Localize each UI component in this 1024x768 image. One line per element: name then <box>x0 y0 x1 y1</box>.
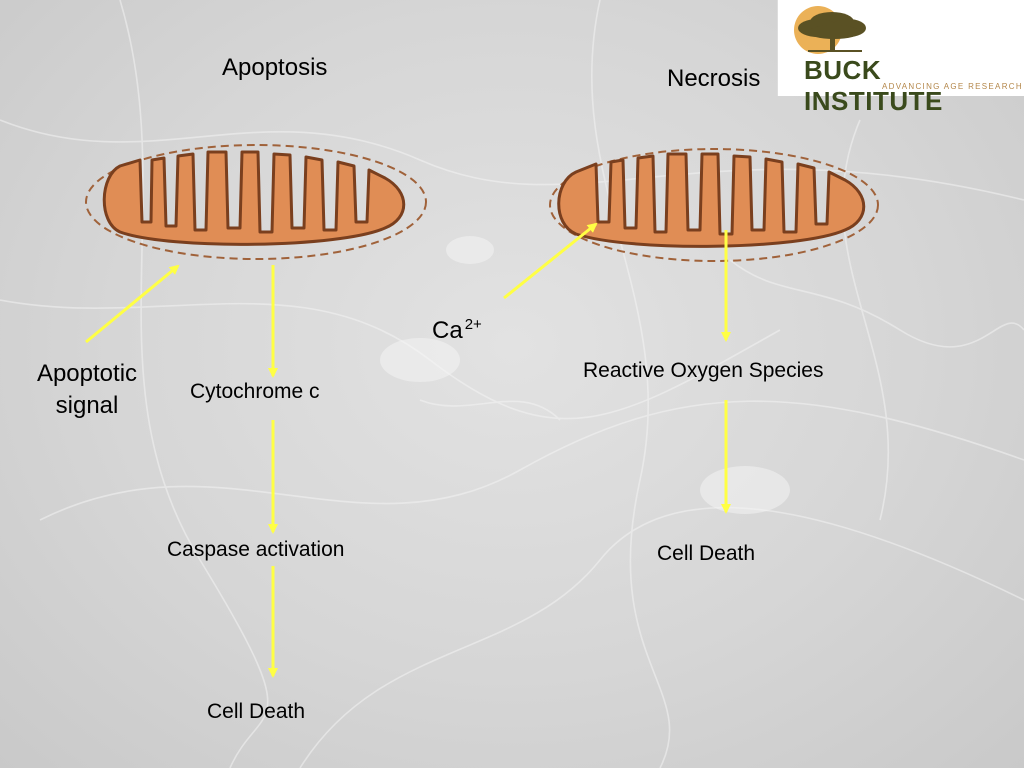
calcium-charge: 2+ <box>464 316 482 333</box>
apoptosis-title: Apoptosis <box>222 54 328 81</box>
outer-membrane-left <box>85 144 427 260</box>
oak-tree-icon <box>794 6 866 54</box>
necrosis-title: Necrosis <box>667 65 761 92</box>
calcium-symbol: Ca <box>432 317 463 344</box>
caspase-activation-label: Caspase activation <box>167 538 345 561</box>
reactive-oxygen-species-label: Reactive Oxygen Species <box>583 359 824 382</box>
arrow-signal-to-mitochondrion <box>85 264 180 344</box>
apoptotic-signal-line1: Apoptotic <box>36 360 138 387</box>
mitochondrion-apoptosis <box>85 144 427 260</box>
necrosis-cell-death-label: Cell Death <box>657 542 756 565</box>
buck-institute-logo: BUCK INSTITUTE ADVANCING AGE RESEARCH <box>777 0 1024 116</box>
apoptotic-signal-label: Apoptotic signal <box>24 358 150 422</box>
inner-membrane-left <box>102 150 406 246</box>
mitochondrion-necrosis <box>549 148 879 262</box>
apoptosis-cell-death-label: Cell Death <box>207 700 306 723</box>
logo-name: BUCK INSTITUTE <box>804 55 943 116</box>
inner-membrane-right <box>557 152 866 248</box>
logo-tagline: ADVANCING AGE RESEARCH <box>882 82 1023 91</box>
apoptotic-signal-line2: signal <box>55 392 119 419</box>
cytochrome-c-label: Cytochrome c <box>190 380 320 403</box>
arrow-calcium-to-mitochondrion <box>503 222 598 300</box>
outer-membrane-right <box>549 148 879 262</box>
